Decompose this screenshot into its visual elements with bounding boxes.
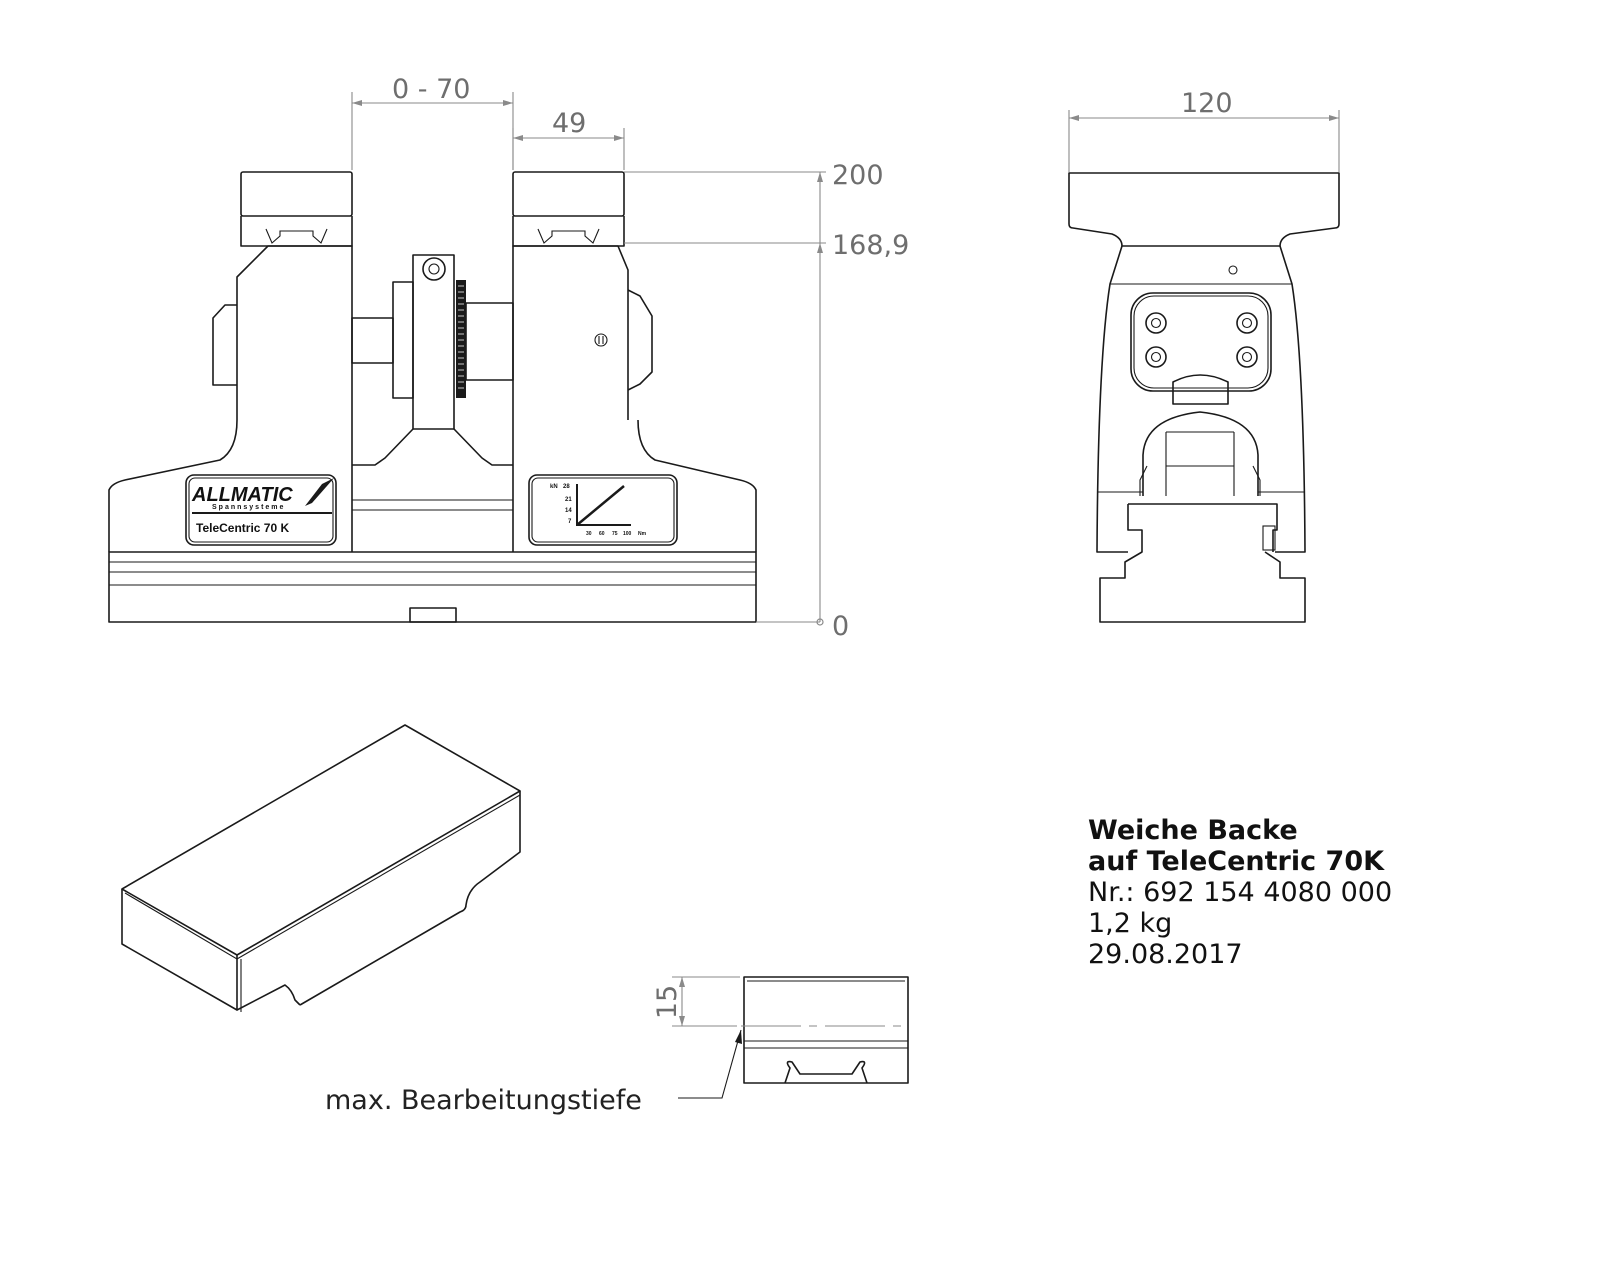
y-tick: 7 [568, 519, 572, 525]
x-tick: 100 [623, 531, 632, 537]
scale-ring [456, 280, 466, 398]
y-tick: 28 [563, 484, 570, 490]
max-depth-callout: max. Bearbeitungstiefe [325, 1085, 642, 1116]
arrow-icon [735, 1030, 742, 1044]
title-line-1: Weiche Backe [1088, 815, 1298, 846]
y-tick: 21 [565, 497, 572, 503]
force-chart-plate: kN 28 21 14 7 30 60 75 100 Nm [528, 474, 678, 546]
x-tick: 60 [599, 531, 605, 537]
dim-height-total: 200 [832, 160, 884, 191]
x-tick: 75 [612, 531, 618, 537]
hex-bolt-icon [422, 257, 446, 281]
front-dimensions: 0 - 70 49 200 168,9 0 [351, 74, 909, 642]
y-unit: kN [550, 484, 558, 490]
model-label: TeleCentric 70 K [196, 521, 289, 535]
x-tick: 30 [586, 531, 592, 537]
y-tick: 14 [565, 508, 572, 514]
detail-view: 15 [652, 976, 909, 1099]
title-line-2: auf TeleCentric 70K [1088, 846, 1385, 877]
dim-height-zero: 0 [832, 611, 849, 642]
dim-depth: 15 [652, 985, 683, 1019]
title-block: Weiche Backe auf TeleCentric 70K Nr.: 69… [1088, 815, 1392, 970]
brand-logo-text: ALLMATIC [191, 484, 293, 506]
weight: 1,2 kg [1088, 908, 1173, 939]
x-unit: Nm [638, 531, 647, 537]
part-number: Nr.: 692 154 4080 000 [1088, 877, 1393, 908]
date: 29.08.2017 [1088, 939, 1243, 970]
dim-width: 120 [1181, 88, 1233, 119]
dim-height-jaw-base: 168,9 [832, 230, 909, 261]
side-view: 120 [1068, 88, 1340, 623]
dim-jaw-opening: 0 - 70 [392, 74, 470, 105]
allmatic-nameplate: ALLMATIC Spannsysteme TeleCentric 70 K [185, 474, 337, 546]
pencil-icon [305, 478, 334, 506]
dim-jaw-width: 49 [552, 108, 586, 139]
front-view: ALLMATIC Spannsysteme TeleCentric 70 K k… [108, 74, 909, 642]
brand-subtitle: Spannsysteme [212, 504, 285, 511]
screw-icons [1145, 312, 1258, 368]
screw-icon [594, 333, 608, 347]
isometric-view [121, 724, 521, 1012]
